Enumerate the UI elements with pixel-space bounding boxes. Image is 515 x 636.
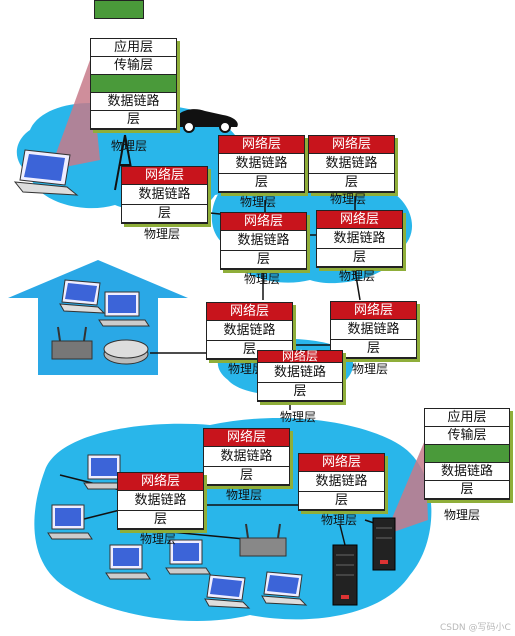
host-callout-top — [50, 60, 100, 170]
router-stack: 网络层 数据链路 层 — [203, 428, 290, 486]
datalink-layer: 数据链路 — [219, 154, 304, 174]
router-stack: 网络层 数据链路 层 — [308, 135, 395, 193]
laptop-icon — [13, 149, 79, 196]
watermark: CSDN @写码小C — [440, 623, 511, 633]
datalink-layer: 数据链路 — [317, 229, 402, 249]
router-stack: 网络层 数据链路 层 — [218, 135, 305, 193]
physical-layer-label: 物理层 — [244, 272, 281, 286]
datalink-layer-suffix: 层 — [207, 341, 292, 359]
pc-icon — [83, 454, 129, 490]
car-icon — [175, 109, 238, 133]
physical-layer-label: 物理层 — [339, 269, 376, 283]
home-laptop-icon — [59, 279, 106, 314]
network-layer: 网络层 — [299, 454, 384, 472]
datalink-layer: 数据链路 — [221, 231, 306, 251]
datalink-layer-suffix: 层 — [331, 340, 416, 358]
datalink-layer: 数据链路 — [207, 321, 292, 341]
app-layer: 应用层 — [91, 39, 176, 57]
datalink-layer: 数据链路 — [331, 320, 416, 340]
datalink-layer: 数据链路 — [258, 363, 342, 383]
physical-layer-label: 物理层 — [352, 362, 389, 376]
network-layer: 网络层 — [219, 136, 304, 154]
datalink-layer-suffix: 层 — [258, 383, 342, 401]
network-layer: 网络层 — [204, 429, 289, 447]
legend-green-bar — [94, 0, 144, 19]
network-layer: 网络层 — [317, 211, 402, 229]
physical-layer-label: 物理层 — [228, 362, 265, 376]
datalink-layer: 数据链路 — [122, 185, 207, 205]
server-icon — [332, 544, 358, 606]
pc-icon — [47, 504, 93, 540]
network-layer: 网络层 — [309, 136, 394, 154]
host-protocol-stack: 应用层 传输层 数据链路 层 — [90, 38, 177, 130]
physical-layer-label: 物理层 — [330, 192, 367, 206]
transport-layer: 传输层 — [91, 57, 176, 75]
pc-icon — [165, 539, 211, 575]
network-layer: 网络层 — [331, 302, 416, 320]
router-stack: 网络层 数据链路 层 — [220, 212, 307, 270]
network-layer: 网络层 — [118, 473, 203, 491]
router-stack: 网络层 数据链路 层 — [121, 166, 208, 224]
home-desktop-icon — [98, 291, 150, 327]
datalink-layer: 数据链路 — [204, 447, 289, 467]
physical-layer-label: 物理层 — [140, 532, 177, 546]
datalink-layer: 数据链路 — [299, 472, 384, 492]
datalink-layer-suffix: 层 — [221, 251, 306, 269]
datalink-layer-suffix: 层 — [309, 174, 394, 192]
transport-layer: 传输层 — [425, 427, 509, 445]
network-layer — [425, 445, 509, 463]
app-layer: 应用层 — [425, 409, 509, 427]
physical-layer-label: 物理层 — [240, 195, 277, 209]
datalink-layer-suffix: 层 — [317, 249, 402, 267]
laptop-icon — [204, 574, 251, 609]
datalink-layer-suffix: 层 — [118, 511, 203, 529]
datalink-layer-suffix: 层 — [219, 174, 304, 192]
router-stack: 网络层 数据链路 层 — [298, 453, 385, 511]
physical-layer-label: 物理层 — [226, 488, 263, 502]
router-stack: 网络层 数据链路 层 — [330, 301, 417, 359]
network-layer: 网络层 — [221, 213, 306, 231]
home-modem-icon — [103, 339, 149, 365]
wifi-router-icon — [239, 523, 287, 557]
physical-layer-label: 物理层 — [280, 410, 317, 424]
datalink-layer-suffix: 层 — [299, 492, 384, 510]
datalink-layer-suffix: 层 — [122, 205, 207, 223]
home-house — [8, 260, 188, 375]
server-protocol-stack: 应用层 传输层 数据链路 层 — [424, 408, 510, 500]
physical-layer-label: 物理层 — [144, 227, 181, 241]
datalink-layer: 数据链路 — [91, 93, 176, 111]
network-layer: 网络层 — [207, 303, 292, 321]
router-stack: 网络层 数据链路 层 — [316, 210, 403, 268]
datalink-layer: 数据链路 — [118, 491, 203, 511]
physical-layer-label: 物理层 — [444, 508, 481, 522]
datalink-layer: 数据链路 — [425, 463, 509, 481]
pc-icon — [105, 544, 151, 580]
server-callout — [385, 440, 428, 535]
home-router-icon — [51, 326, 93, 360]
server-icon — [372, 517, 396, 571]
laptop-icon — [261, 571, 308, 606]
network-layer: 网络层 — [258, 350, 342, 363]
physical-layer-label: 物理层 — [321, 513, 358, 527]
network-layer — [91, 75, 176, 93]
physical-layer-label: 物理层 — [111, 139, 148, 153]
router-stack: 网络层 数据链路 层 — [117, 472, 204, 530]
datalink-layer-suffix: 层 — [91, 111, 176, 129]
datalink-layer-suffix: 层 — [204, 467, 289, 485]
datalink-layer-suffix: 层 — [425, 481, 509, 499]
router-stack: 网络层 数据链路 层 — [257, 350, 343, 402]
network-layer: 网络层 — [122, 167, 207, 185]
datalink-layer: 数据链路 — [309, 154, 394, 174]
